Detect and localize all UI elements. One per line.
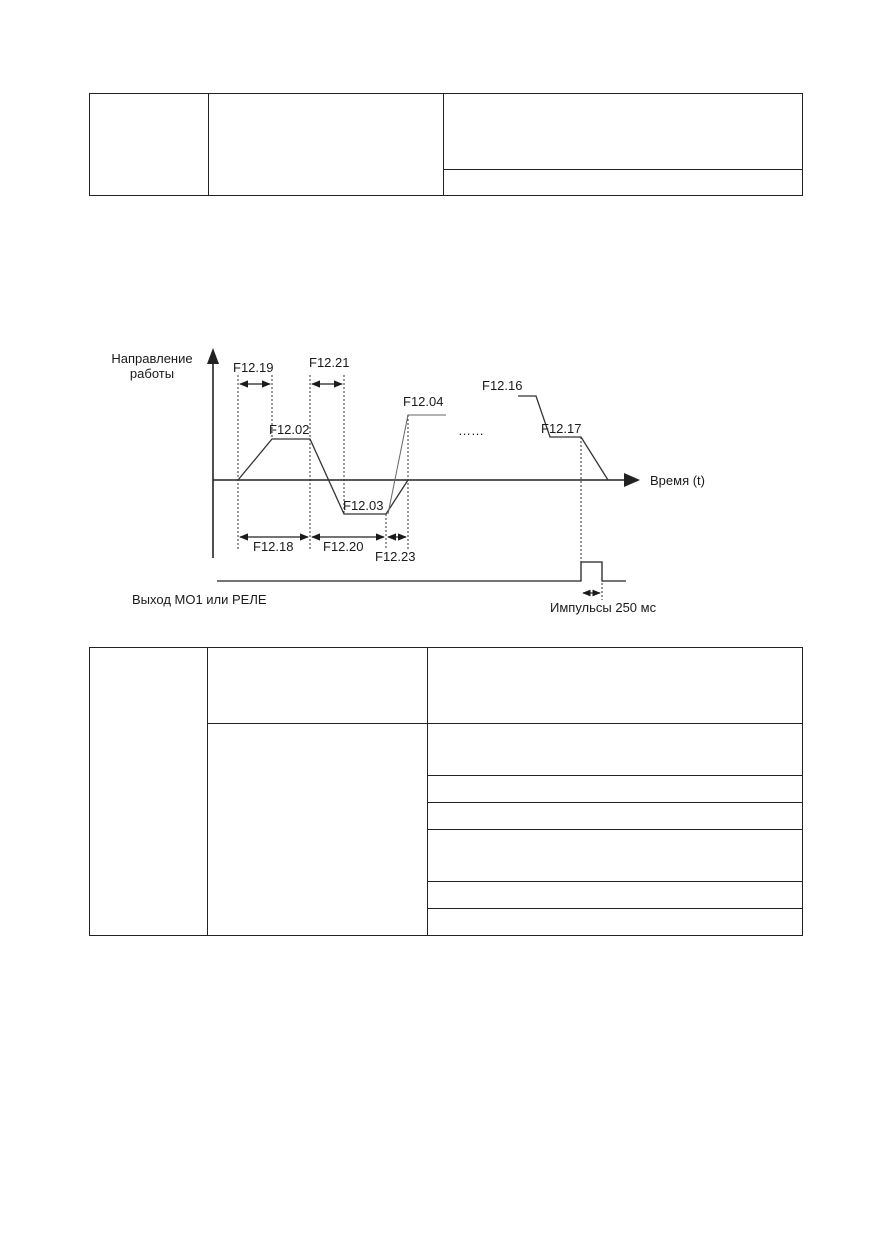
y-axis-label: работы — [130, 366, 174, 381]
table-bottom-cell — [427, 723, 803, 776]
y-axis-label: Направление — [111, 351, 192, 366]
table-bottom-cell — [89, 647, 208, 936]
x-axis-arrow-icon — [624, 473, 640, 487]
table-bottom-cell — [427, 881, 803, 909]
frequency-waveform — [518, 395, 609, 481]
output-signal — [217, 561, 626, 582]
table-bottom-cell — [427, 802, 803, 830]
label-f1203: F12.03 — [343, 498, 383, 513]
y-axis-arrow-icon — [207, 348, 219, 364]
label-f1221: F12.21 — [309, 355, 349, 370]
table-top-cell — [89, 93, 209, 196]
pulse-label: Импульсы 250 мс — [550, 600, 657, 615]
table-bottom-cell — [427, 647, 803, 724]
frequency-waveform — [387, 414, 446, 515]
table-top-cell — [208, 93, 444, 196]
label-f1216: F12.16 — [482, 378, 522, 393]
ellipsis: …… — [458, 423, 484, 438]
label-f1220: F12.20 — [323, 539, 363, 554]
timing-diagram: Направление работы Время (t) …… F12.19 F… — [111, 348, 705, 615]
table-bottom-cell — [427, 829, 803, 882]
label-f1217: F12.17 — [541, 421, 581, 436]
label-f1219: F12.19 — [233, 360, 273, 375]
table-top-cell — [443, 169, 803, 196]
label-f1204: F12.04 — [403, 394, 443, 409]
table-bottom — [89, 647, 803, 936]
x-axis-label: Время (t) — [650, 473, 705, 488]
label-f1223: F12.23 — [375, 549, 415, 564]
table-bottom-cell — [207, 723, 428, 936]
output-label: Выход MO1 или РЕЛЕ — [132, 592, 267, 607]
table-bottom-cell — [427, 908, 803, 936]
label-f1202: F12.02 — [269, 422, 309, 437]
table-bottom-cell — [207, 647, 428, 724]
table-top — [89, 93, 803, 196]
table-top-cell — [443, 93, 803, 170]
frequency-waveform — [237, 438, 409, 515]
table-bottom-cell — [427, 775, 803, 803]
label-f1218: F12.18 — [253, 539, 293, 554]
